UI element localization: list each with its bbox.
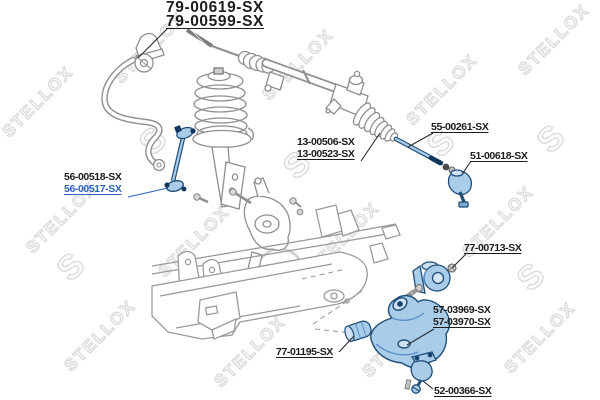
leader-51 [462, 160, 472, 174]
leader-13 [360, 132, 381, 162]
leader-77b [338, 335, 355, 353]
label-77-00713[interactable]: 77-00713-SX [464, 242, 522, 254]
part-number[interactable]: 56-00518-SX [64, 171, 122, 183]
part-number[interactable]: 13-00523-SX [297, 148, 355, 160]
leader-77a [451, 253, 467, 269]
part-number[interactable]: 77-01195-SX [276, 346, 333, 358]
part-number[interactable]: 57-03969-SX [433, 304, 491, 316]
part-number[interactable]: 13-00506-SX [297, 136, 355, 148]
label-13-series[interactable]: 13-00506-SX 13-00523-SX [297, 136, 355, 160]
part-number[interactable]: 52-00366-SX [434, 385, 492, 397]
part-number[interactable]: 51-00618-SX [470, 150, 528, 162]
leader-55 [407, 132, 434, 148]
control-arm-part[interactable] [370, 294, 451, 369]
leader-57 [406, 328, 435, 346]
front-bushing-part[interactable] [343, 319, 373, 343]
label-55-00261[interactable]: 55-00261-SX [431, 121, 489, 133]
subframe [151, 204, 401, 340]
stabilizer-bushing-bracket [134, 32, 165, 73]
leader-lines [127, 27, 472, 390]
leader-52 [422, 380, 434, 390]
leader-56 [127, 187, 169, 198]
stabilizer-bar [101, 56, 166, 172]
ball-joint-part[interactable] [404, 351, 437, 394]
part-number[interactable]: 55-00261-SX [431, 121, 489, 133]
label-52-00366[interactable]: 52-00366-SX [434, 385, 492, 397]
label-56-series[interactable]: 56-00518-SX 56-00517-SX [64, 171, 122, 195]
fasteners [193, 188, 304, 216]
coil-spring-strut [192, 67, 254, 210]
part-number[interactable]: 77-00713-SX [464, 242, 522, 254]
leader-79 [137, 27, 169, 59]
part-number[interactable]: 79-00619-SX [166, 0, 264, 16]
tie-rod-end-part[interactable] [447, 169, 473, 208]
part-number[interactable]: 57-03970-SX [433, 316, 491, 328]
inner-tie-rod-part[interactable] [393, 136, 456, 174]
part-number-highlighted[interactable]: 56-00517-SX [64, 183, 122, 195]
stabilizer-link-part[interactable] [164, 125, 196, 193]
part-number[interactable]: 79-00599-SX [166, 13, 264, 30]
label-79-series[interactable]: 79-00619-SX 79-00599-SX [166, 0, 264, 30]
label-77-01195[interactable]: 77-01195-SX [276, 346, 333, 358]
label-51-00618[interactable]: 51-00618-SX [470, 150, 528, 162]
label-57-series[interactable]: 57-03969-SX 57-03970-SX [433, 304, 491, 328]
